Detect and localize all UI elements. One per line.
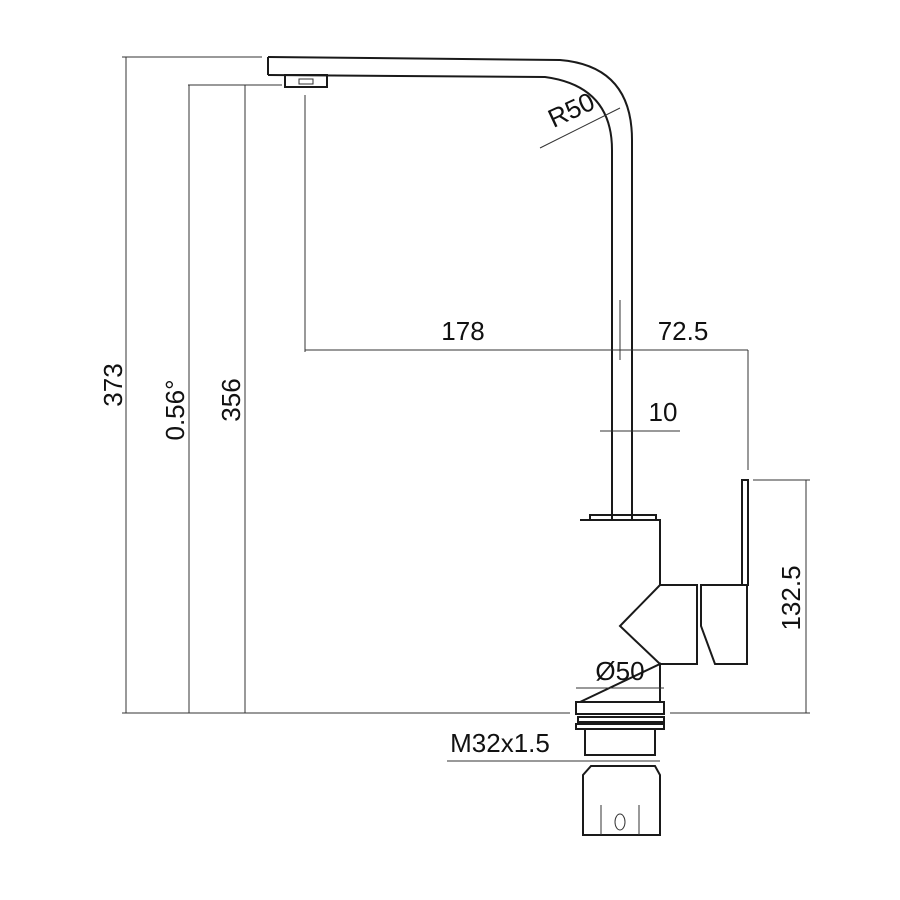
dim-373: 373 [98,363,128,406]
nut-hole [614,813,626,831]
dim-o50: Ø50 [595,656,644,686]
dim-r50: R50 [543,86,599,133]
dim-178: 178 [441,316,484,346]
dim-72-5: 72.5 [658,316,709,346]
shank [584,729,656,756]
handle-joint [618,584,698,665]
aerator-mark [298,78,314,85]
dim-thread: M32x1.5 [450,728,550,758]
spout-inner [267,74,613,520]
dim-132-5: 132.5 [776,565,806,630]
aerator [284,74,328,88]
dim-356: 356 [216,378,246,421]
dim-angle: 0.56° [160,379,190,440]
base-ring [575,701,665,715]
handle-lever [741,479,749,586]
thread-ring-2 [575,723,665,730]
connector-nut [582,765,661,836]
handle-base [700,584,748,665]
thread-ring-1 [577,716,665,723]
dim-10: 10 [649,397,678,427]
spout-outer [267,56,633,520]
